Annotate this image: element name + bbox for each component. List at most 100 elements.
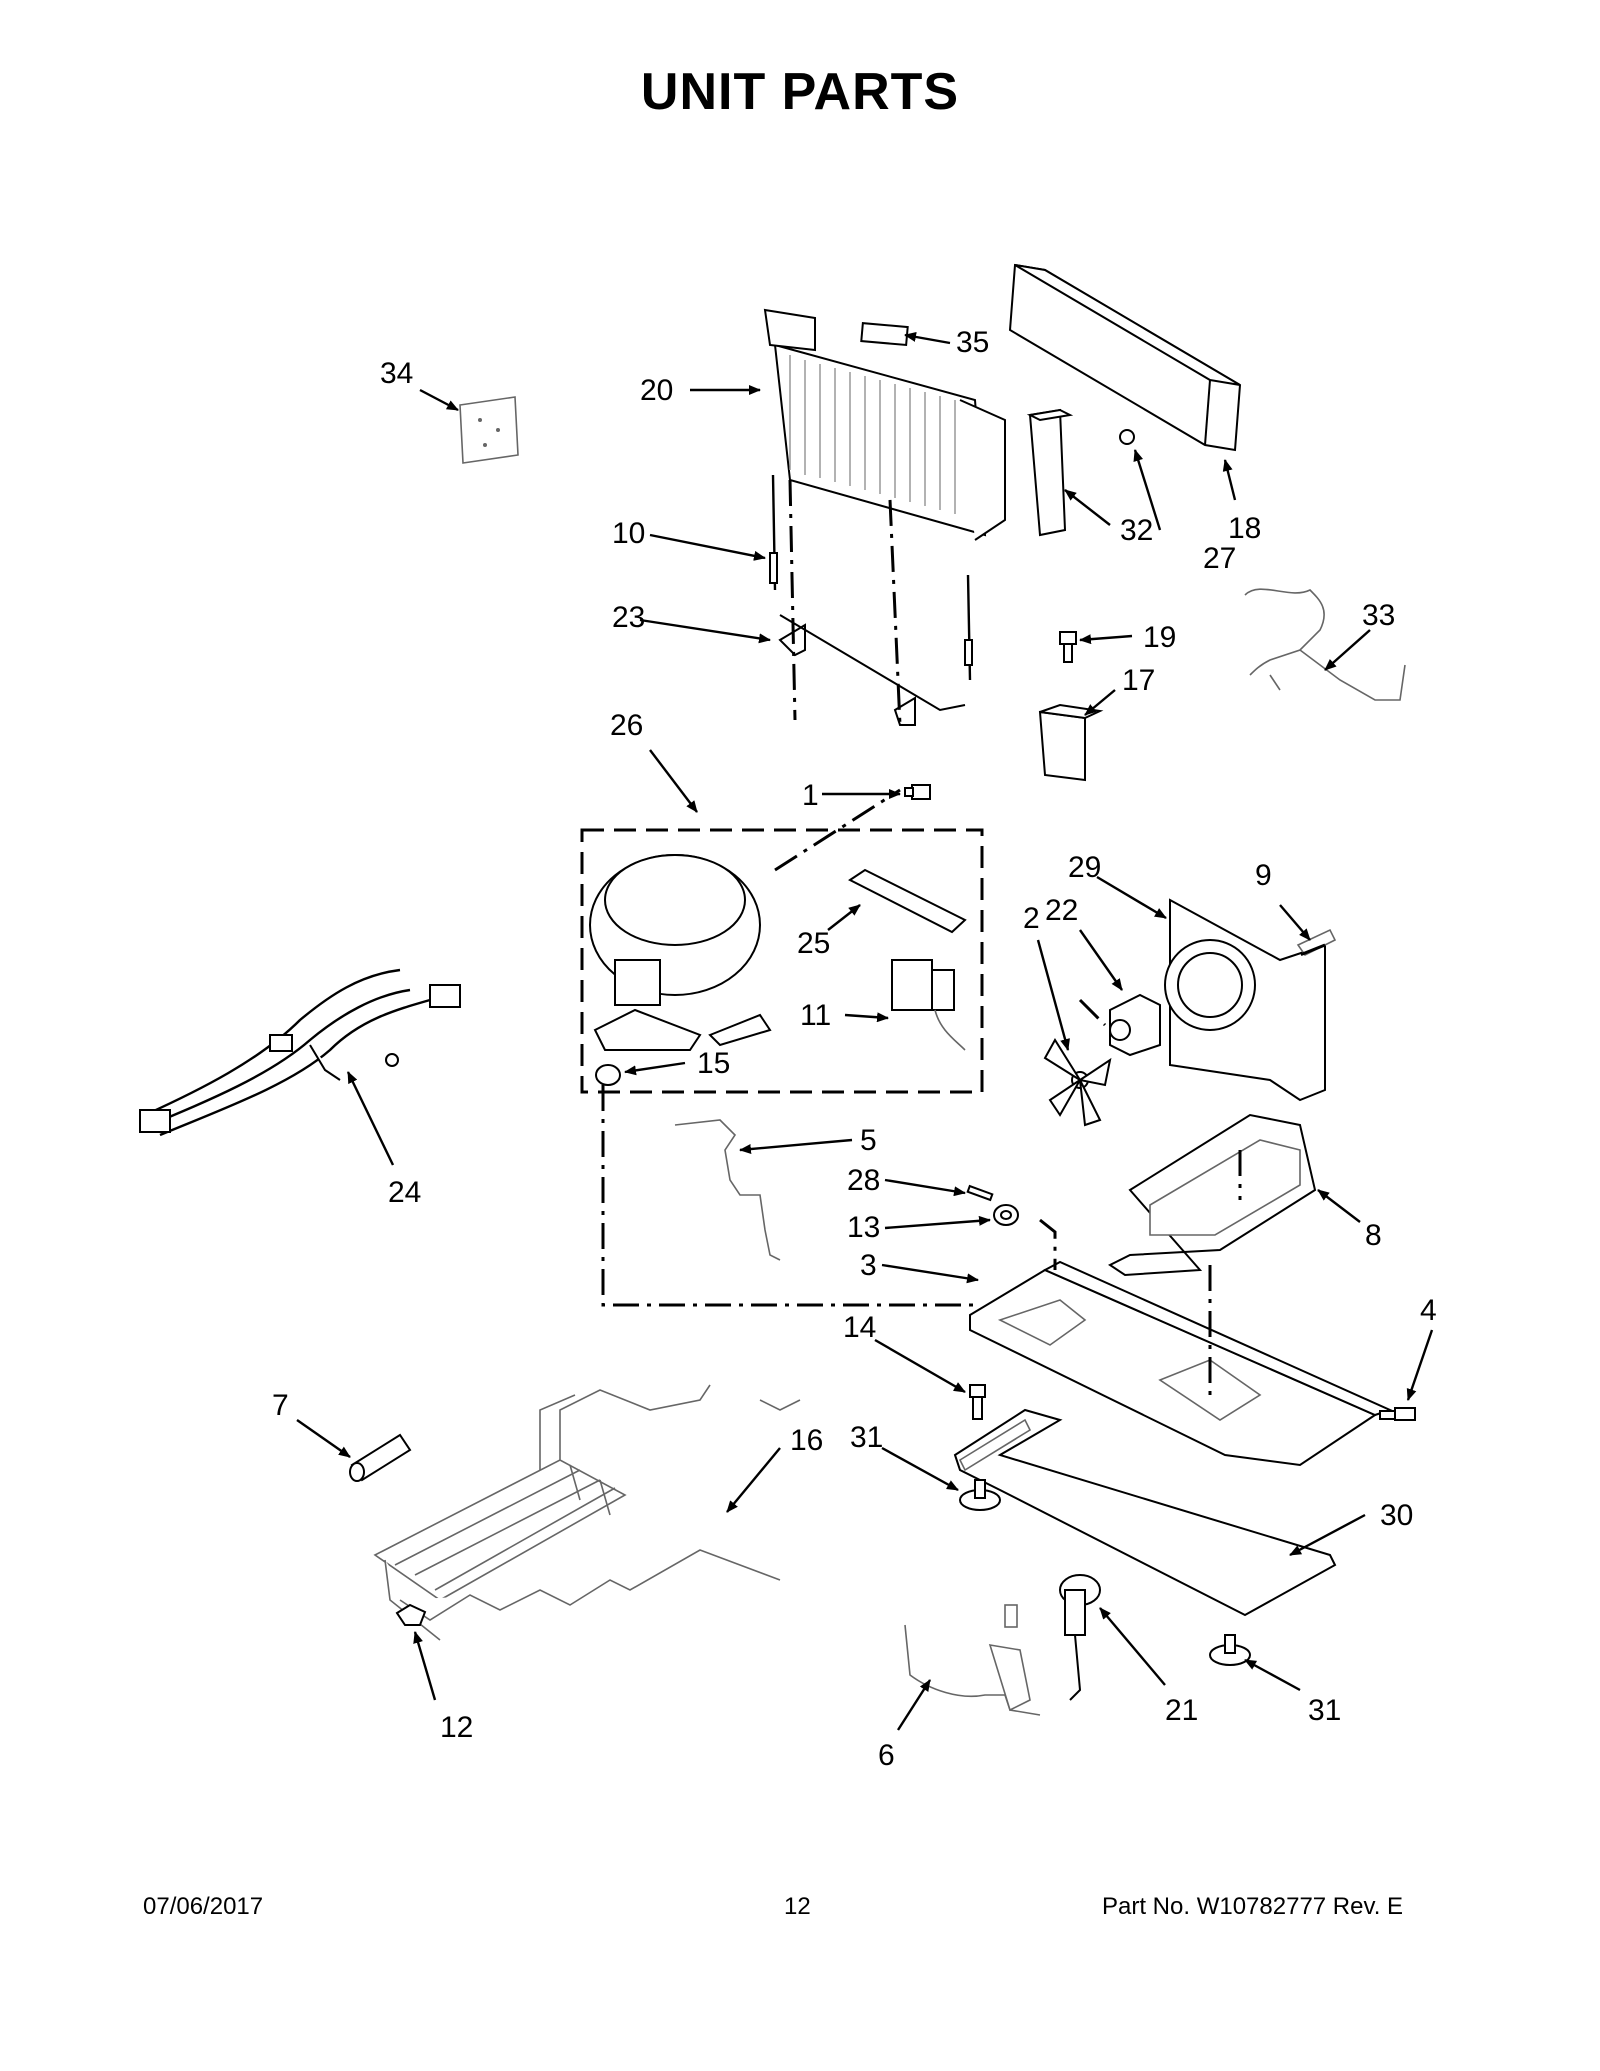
callout-8: 8 — [1365, 1219, 1382, 1252]
part-27-clip — [1119, 429, 1135, 445]
callout-19: 19 — [1143, 621, 1176, 654]
callout-13: 13 — [847, 1211, 880, 1244]
leader-4 — [1406, 1329, 1434, 1401]
part-8-drain-pan — [1108, 1113, 1317, 1277]
leader-19 — [1079, 634, 1133, 645]
part-25-drier — [848, 868, 967, 934]
alignment-line-4 — [601, 1085, 980, 1307]
callout-29: 29 — [1068, 851, 1101, 884]
part-29-shroud — [1164, 898, 1326, 1102]
part-23-heater — [778, 614, 966, 726]
part-1-screw — [904, 784, 931, 800]
part-22-motor — [1109, 993, 1161, 1057]
callout-2: 2 — [1023, 902, 1040, 935]
leader-21 — [1099, 1607, 1166, 1686]
part-12-clip — [395, 1603, 427, 1626]
callout-30: 30 — [1380, 1499, 1413, 1532]
leader-18 — [1222, 459, 1237, 501]
part-13-bushing — [993, 1204, 1019, 1226]
callout-25: 25 — [797, 927, 830, 960]
callout-1: 1 — [802, 779, 819, 812]
leader-34 — [419, 388, 459, 412]
leader-2 — [1036, 939, 1070, 1051]
callout-33: 33 — [1362, 599, 1395, 632]
alignment-line-3 — [774, 788, 901, 872]
page-title: UNIT PARTS — [640, 63, 960, 121]
leader-28 — [884, 1178, 966, 1197]
leader-8 — [1317, 1189, 1361, 1223]
leader-16 — [726, 1447, 781, 1513]
leader-3 — [881, 1263, 979, 1284]
part-16-condenser — [373, 1384, 801, 1641]
callout-5: 5 — [860, 1124, 877, 1157]
part-21-pump — [1059, 1574, 1101, 1701]
callout-20: 20 — [640, 374, 673, 407]
part-24-harness — [139, 968, 461, 1137]
leader-32 — [1064, 489, 1111, 526]
part-9-screw — [1296, 928, 1337, 957]
callout-23: 23 — [612, 601, 645, 634]
part-11-relay — [891, 959, 966, 1051]
leader-26 — [649, 749, 698, 813]
leader-23 — [639, 618, 771, 644]
alignment-line-6 — [1078, 998, 1107, 1027]
leader-10 — [649, 533, 766, 561]
part-15-grommet — [595, 1064, 621, 1086]
alignment-line-5 — [1039, 1218, 1057, 1270]
callout-16: 16 — [790, 1424, 823, 1457]
part-32-foam — [1026, 408, 1074, 537]
part-28-pin — [966, 1184, 994, 1202]
callout-26: 26 — [610, 709, 643, 742]
callout-24: 24 — [388, 1176, 421, 1209]
leader-24 — [346, 1071, 395, 1166]
callout-6: 6 — [878, 1739, 895, 1772]
callout-9: 9 — [1255, 859, 1272, 892]
callout-35: 35 — [956, 326, 989, 359]
leader-12 — [413, 1631, 437, 1701]
leader-17 — [1084, 689, 1116, 716]
part-5-tube — [674, 1119, 781, 1261]
leader-7 — [296, 1419, 351, 1458]
part-2-fan-blade — [1043, 1038, 1112, 1127]
leader-14 — [874, 1338, 966, 1394]
part-10-wire — [769, 474, 973, 681]
callout-12: 12 — [440, 1711, 473, 1744]
leader-35 — [904, 332, 951, 345]
leader-31-top — [881, 1446, 959, 1492]
callout-14: 14 — [843, 1311, 876, 1344]
alignment-line-2 — [888, 499, 902, 726]
part-14-screw — [969, 1384, 986, 1420]
callout-34: 34 — [380, 357, 413, 390]
footer-date: 07/06/2017 — [143, 1893, 264, 1920]
callout-32: 32 — [1120, 514, 1153, 547]
callout-28: 28 — [847, 1164, 880, 1197]
part-31-foot-left — [959, 1479, 1001, 1511]
part-34-board — [459, 396, 519, 464]
footer-part-number: Part No. W10782777 Rev. E — [1102, 1893, 1404, 1920]
callout-21: 21 — [1165, 1694, 1198, 1727]
leader-15 — [624, 1061, 686, 1076]
alignment-line-9 — [1299, 943, 1326, 957]
callout-17: 17 — [1122, 664, 1155, 697]
leader-22 — [1079, 929, 1123, 991]
leader-29 — [1096, 875, 1167, 920]
callout-31-bottom: 31 — [1308, 1694, 1341, 1727]
part-26-compressor — [589, 854, 772, 1051]
leader-30 — [1289, 1513, 1366, 1557]
callout-4: 4 — [1420, 1294, 1437, 1327]
leader-25 — [827, 904, 861, 931]
callout-10: 10 — [612, 517, 645, 550]
leader-6 — [896, 1679, 932, 1731]
part-19-screw — [1059, 631, 1077, 663]
callout-27: 27 — [1203, 542, 1236, 575]
footer-page-number: 12 — [784, 1893, 811, 1920]
callout-15: 15 — [697, 1047, 730, 1080]
compressor-assembly-box — [580, 828, 984, 1094]
part-7-cylinder — [349, 1433, 412, 1482]
part-31-foot-right — [1209, 1634, 1251, 1666]
leader-33 — [1324, 629, 1371, 671]
callout-31-top: 31 — [850, 1421, 883, 1454]
part-4-screw — [1379, 1407, 1416, 1421]
callout-7: 7 — [272, 1389, 289, 1422]
